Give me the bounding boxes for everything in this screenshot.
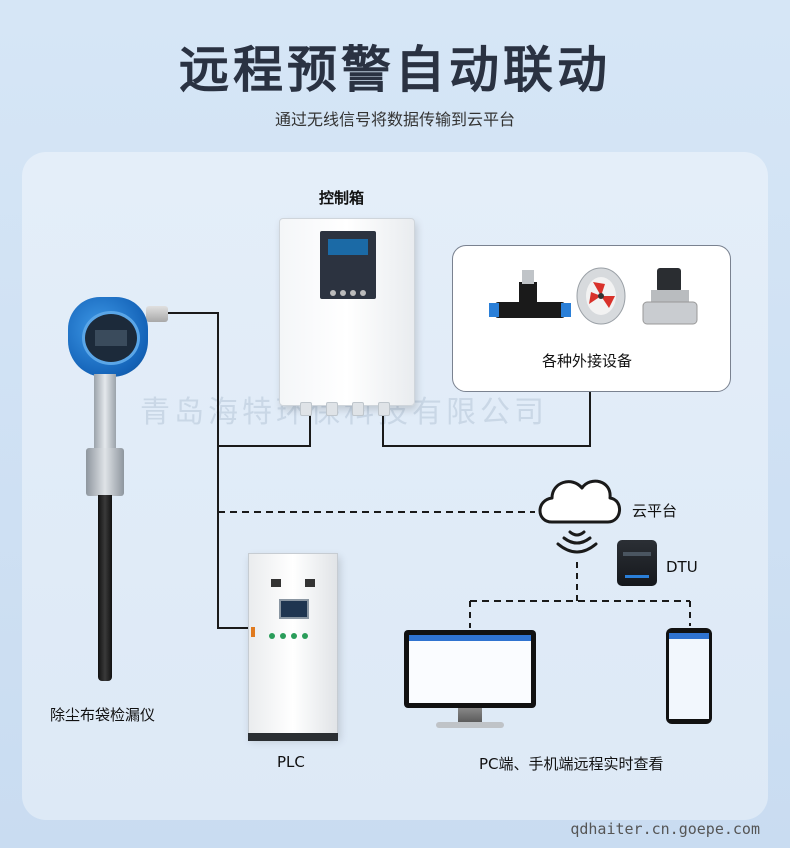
dtu-indicator bbox=[623, 552, 651, 556]
plc-cabinet bbox=[248, 553, 338, 737]
cable-connector bbox=[352, 402, 364, 416]
plc-base bbox=[248, 733, 338, 741]
plc-handle bbox=[251, 627, 255, 637]
cable-connector bbox=[300, 402, 312, 416]
pc-monitor-header bbox=[409, 635, 531, 641]
axial-fan-icon bbox=[576, 267, 626, 325]
devices-icons bbox=[489, 267, 698, 325]
control-box-panel bbox=[320, 231, 376, 299]
solenoid-valve-icon bbox=[642, 268, 698, 325]
leak-detector-head bbox=[68, 297, 148, 377]
leak-detector-lcd bbox=[95, 330, 127, 346]
cable-connector bbox=[326, 402, 338, 416]
leak-detector-neck bbox=[94, 374, 116, 450]
pc-monitor-stand bbox=[458, 708, 482, 724]
pneumatic-valve-icon bbox=[489, 270, 571, 318]
page-subtitle: 通过无线信号将数据传输到云平台 bbox=[274, 110, 515, 129]
plc-indicator-lights bbox=[269, 624, 313, 643]
pc-monitor-screen bbox=[409, 635, 531, 703]
sensor-label: 除尘布袋检漏仪 bbox=[50, 706, 156, 724]
leak-detector-probe bbox=[98, 495, 112, 681]
control-box-screen bbox=[328, 239, 368, 255]
mobile-phone-screen bbox=[669, 633, 709, 719]
page-title: 远程预警自动联动 bbox=[179, 41, 611, 99]
mobile-phone-header bbox=[669, 633, 709, 639]
control-box-buttons bbox=[320, 281, 376, 300]
pc-monitor-foot bbox=[436, 722, 504, 728]
dtu-logo bbox=[625, 575, 649, 578]
control-box-label: 控制箱 bbox=[319, 189, 365, 207]
plc-screen bbox=[279, 599, 309, 619]
plc-vent bbox=[271, 579, 281, 587]
footer-url: qdhaiter.cn.goepe.com bbox=[570, 820, 760, 838]
pc-monitor bbox=[404, 630, 536, 708]
leak-detector-fitting bbox=[86, 448, 124, 496]
terminals-label: PC端、手机端远程实时查看 bbox=[479, 755, 664, 773]
leak-detector-display bbox=[82, 311, 140, 365]
external-devices-box bbox=[452, 245, 731, 392]
cable-connector bbox=[378, 402, 390, 416]
dtu-device bbox=[617, 540, 657, 586]
dtu-label: DTU bbox=[666, 558, 698, 576]
mobile-phone bbox=[666, 628, 712, 724]
cable-gland bbox=[146, 306, 168, 322]
plc-label: PLC bbox=[277, 753, 305, 771]
plc-vent bbox=[305, 579, 315, 587]
cloud-label: 云平台 bbox=[632, 502, 678, 520]
control-box bbox=[279, 218, 415, 406]
external-devices-label: 各种外接设备 bbox=[542, 352, 633, 370]
